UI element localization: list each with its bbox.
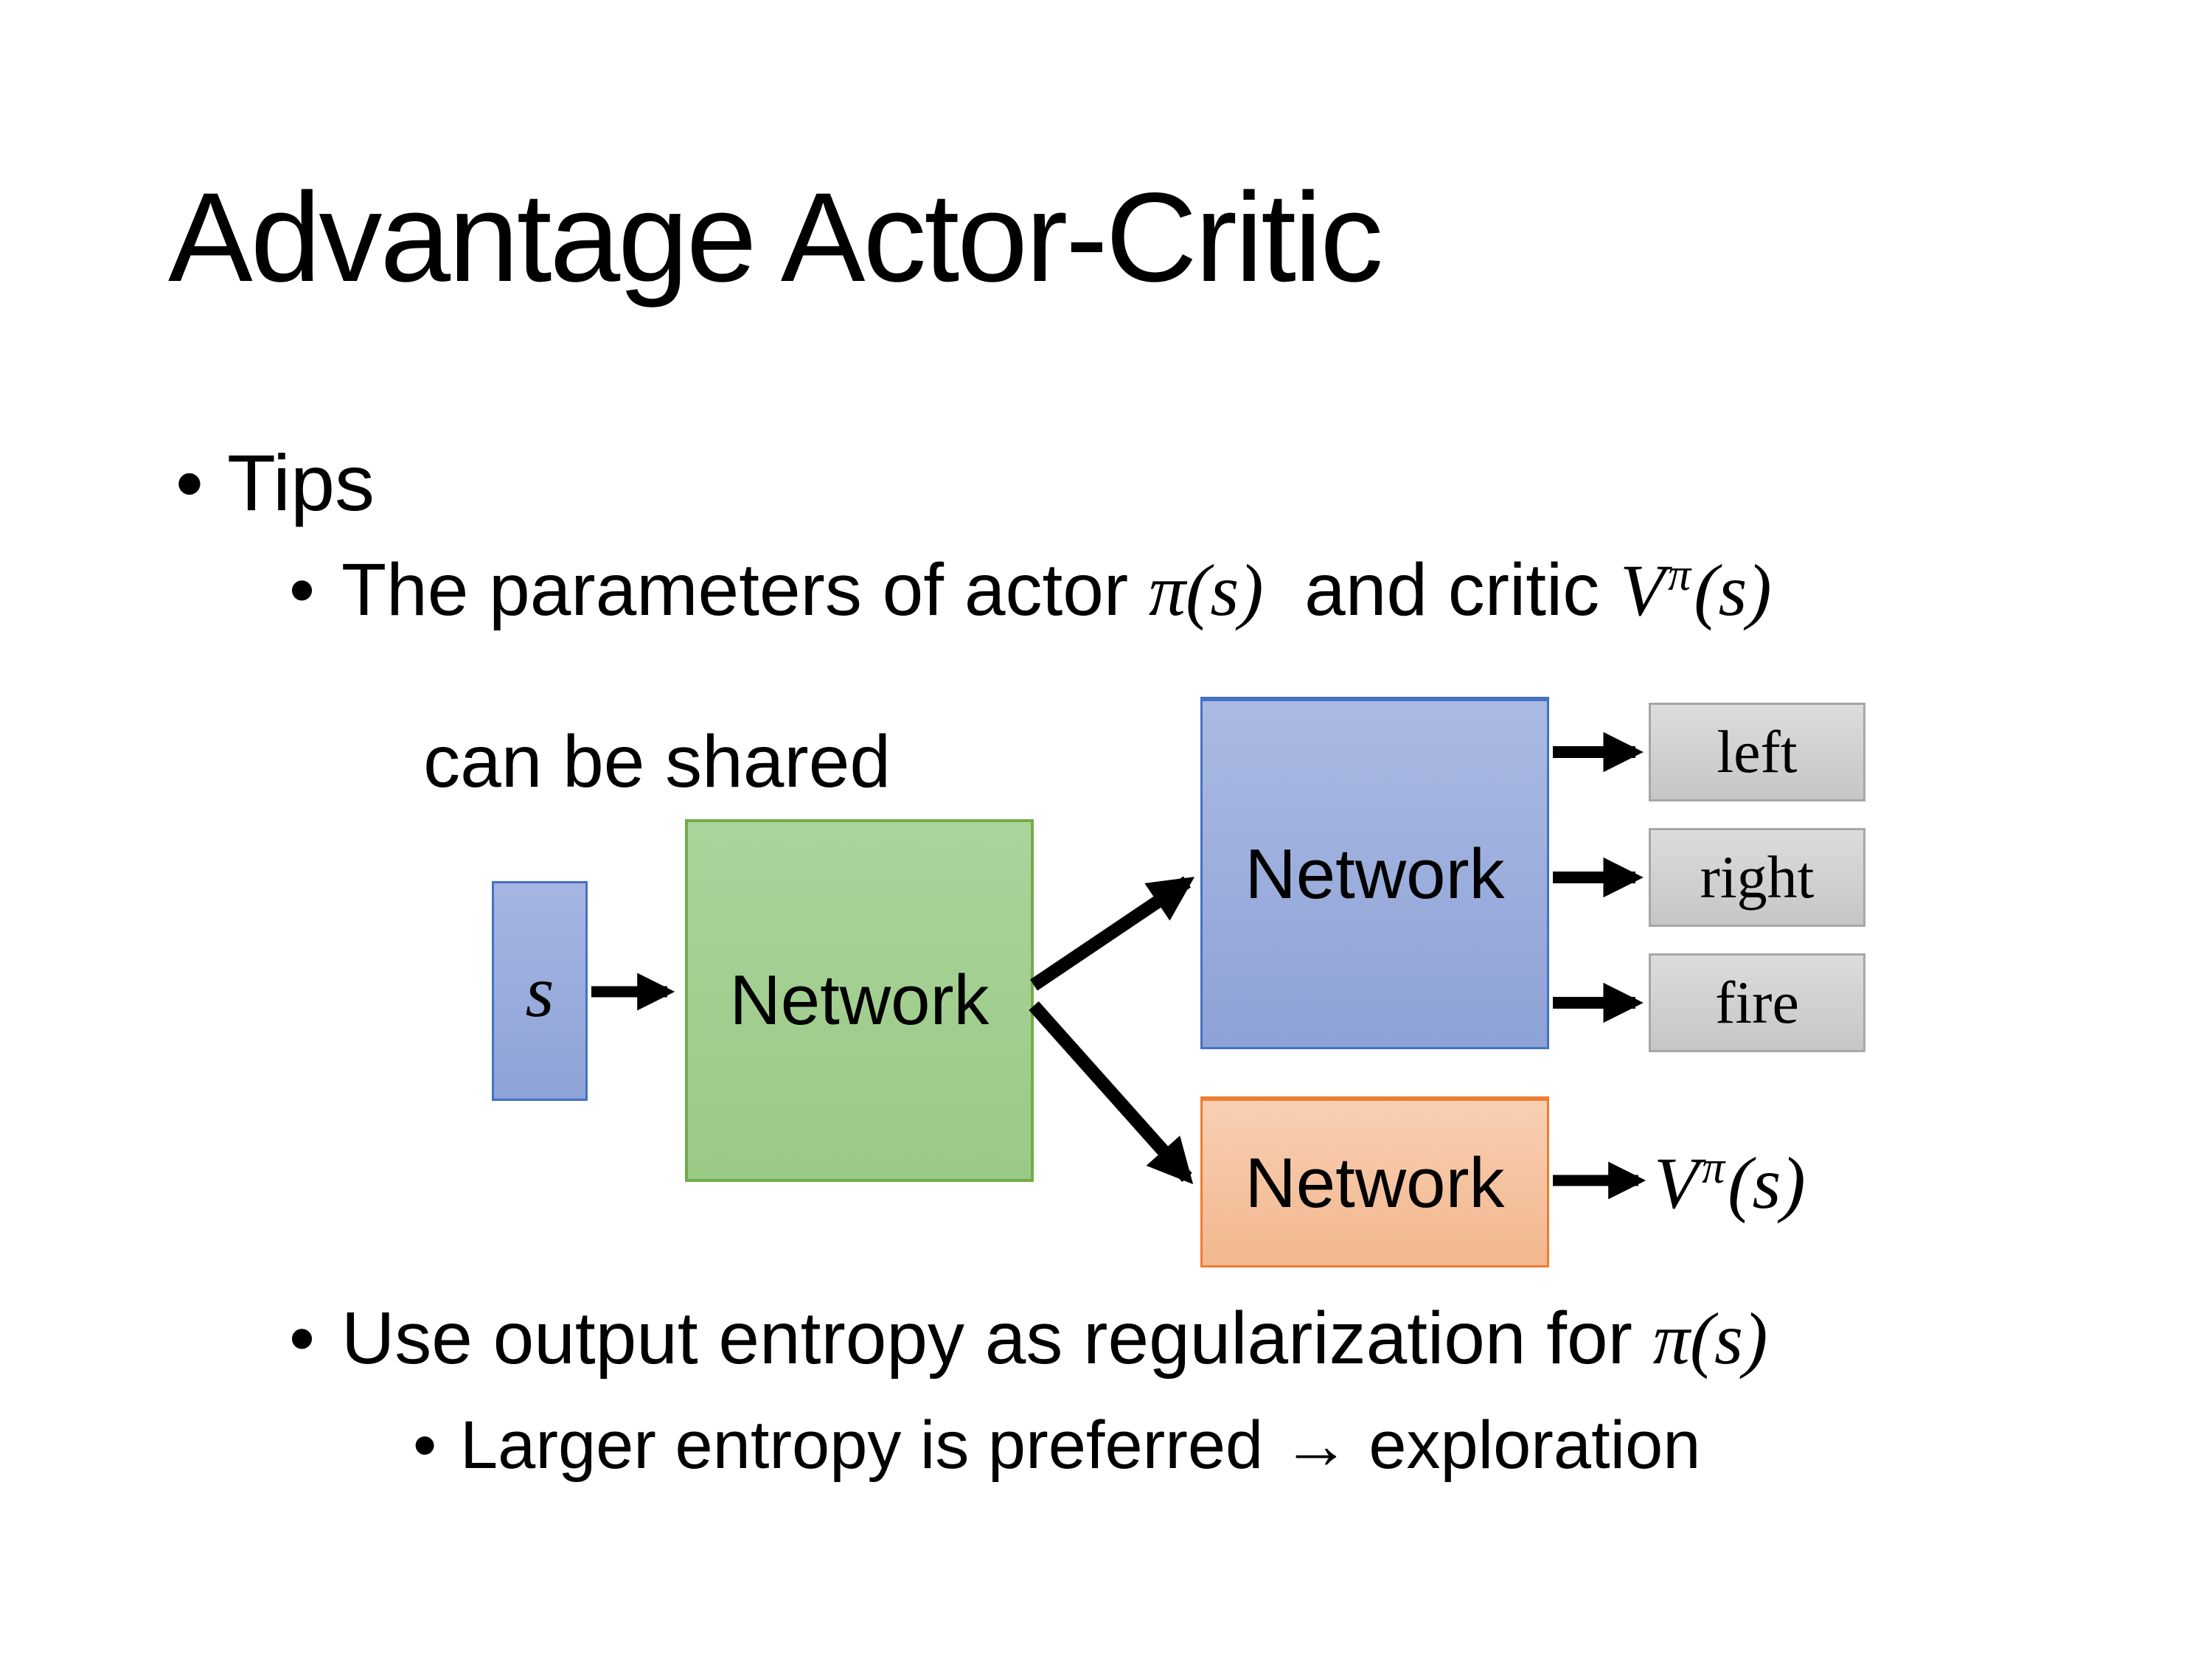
action-box-right: right — [1649, 828, 1865, 927]
state-label: s — [525, 950, 554, 1032]
action-right-label: right — [1700, 844, 1815, 911]
bullet-shared-parameters: • The parameters of actor π(s) and criti… — [289, 547, 1772, 804]
critic-network-box: Network — [1200, 1096, 1549, 1267]
critic-V-symbol: V — [1620, 549, 1666, 631]
shared-text-pre: The parameters of actor — [341, 549, 1149, 631]
critic-V-args: (s) — [1694, 549, 1772, 631]
bullet-tips: • Tips — [175, 437, 375, 529]
bullet-entropy: • Use output entropy as regularization f… — [289, 1295, 1767, 1382]
shared-text-line2: can be shared — [423, 720, 891, 803]
actor-pi-symbol: π — [1148, 549, 1186, 631]
bullet-dot-icon: • — [289, 1297, 316, 1380]
critic-network-label: Network — [1245, 1143, 1505, 1222]
arrow-shared-to-actor — [1029, 876, 1195, 991]
shared-network-box: Network — [685, 819, 1034, 1182]
action-fire-label: fire — [1715, 969, 1799, 1036]
action-box-fire: fire — [1649, 953, 1865, 1052]
state-input-box: s — [492, 881, 588, 1101]
bullet-entropy-text: Use output entropy as regularization for… — [341, 1295, 1767, 1382]
bullet-larger-entropy: • Larger entropy is preferred → explorat… — [413, 1406, 1700, 1485]
value-V-symbol: V — [1654, 1142, 1700, 1224]
bullet-larger-label: Larger entropy is preferred → exploratio… — [460, 1408, 1701, 1483]
actor-network-label: Network — [1245, 834, 1505, 914]
action-left-label: left — [1717, 718, 1798, 785]
bullet-dot-icon: • — [289, 549, 316, 631]
bullet-shared-text: The parameters of actor π(s) and critic … — [341, 547, 1772, 804]
entropy-pi-args: (s) — [1689, 1298, 1768, 1380]
entropy-text-pre: Use output entropy as regularization for — [341, 1297, 1653, 1380]
value-output-label: Vπ(s) — [1654, 1141, 1806, 1225]
bullet-tips-label: Tips — [227, 438, 375, 527]
value-args: (s) — [1728, 1142, 1806, 1224]
actor-pi-args: (s) — [1186, 549, 1264, 631]
entropy-pi-symbol: π — [1652, 1298, 1690, 1380]
shared-network-label: Network — [729, 961, 990, 1040]
arrow-shared-to-critic — [1029, 1001, 1194, 1185]
page-title: Advantage Actor-Critic — [168, 167, 1383, 308]
action-box-left: left — [1649, 703, 1865, 801]
actor-network-box: Network — [1200, 697, 1549, 1049]
shared-text-mid: and critic — [1263, 549, 1621, 631]
bullet-dot-icon: • — [175, 438, 204, 527]
value-pi-superscript: π — [1702, 1142, 1725, 1193]
bullet-dot-icon: • — [413, 1408, 437, 1483]
critic-pi-superscript: π — [1668, 549, 1691, 600]
